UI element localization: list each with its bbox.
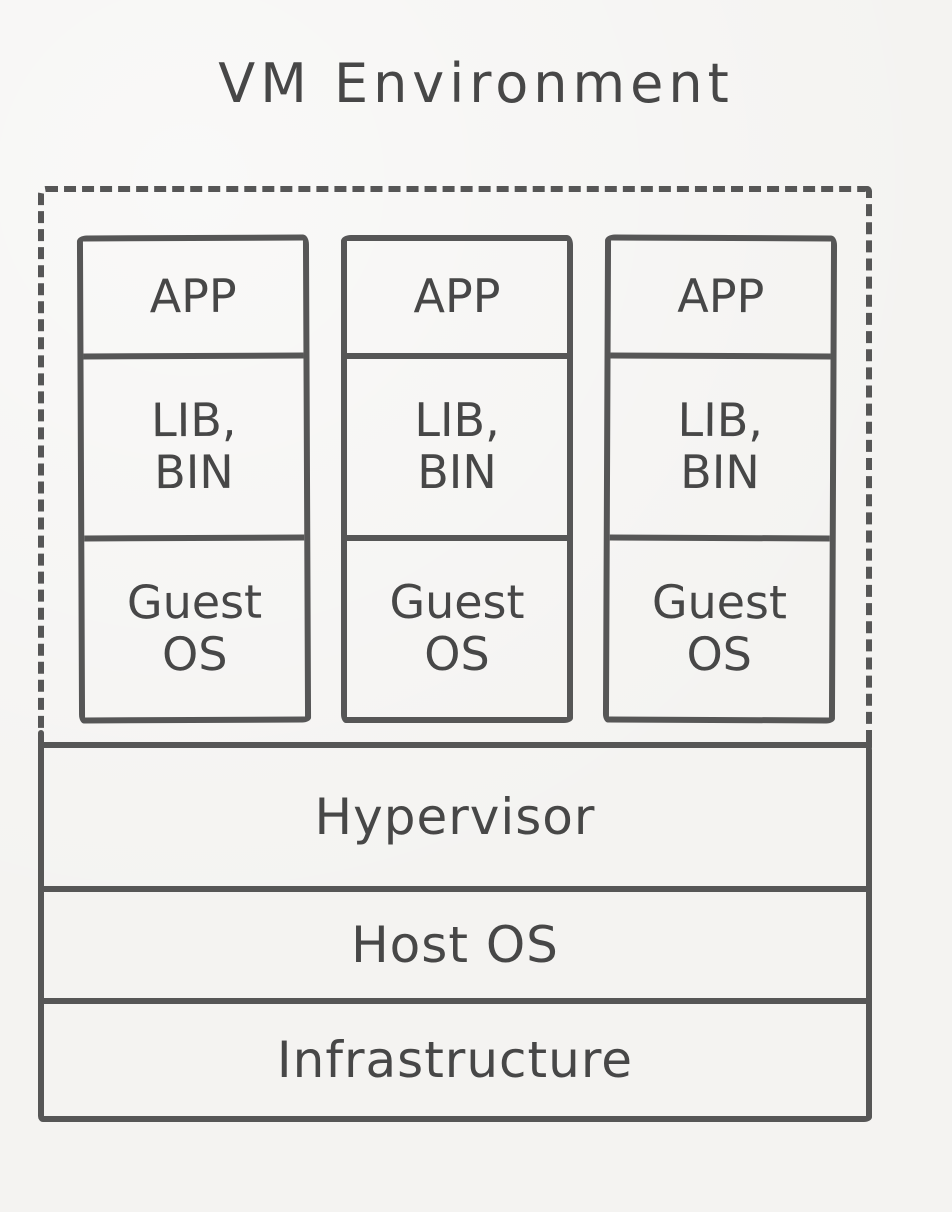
- vm1-guest-os-layer: Guest OS: [84, 534, 306, 718]
- vm2-app-layer: APP: [413, 269, 501, 324]
- vm-column-3: APP LIB, BIN Guest OS: [602, 234, 838, 724]
- vm3-app-layer: APP: [677, 269, 765, 324]
- vm1-lib-bin-layer: LIB, BIN: [83, 352, 305, 536]
- vm2-guest-os-layer: Guest OS: [347, 535, 567, 717]
- vm-column-1: APP LIB, BIN Guest OS: [76, 234, 312, 724]
- host-os-layer: Host OS: [44, 886, 866, 998]
- diagram-title: VM Environment: [218, 52, 734, 115]
- infrastructure-layer: Infrastructure: [44, 998, 866, 1116]
- host-stack: Hypervisor Host OS Infrastructure: [38, 730, 872, 1122]
- vm-environment-boundary: APP LIB, BIN Guest OS APP LIB, BIN Guest…: [38, 186, 872, 742]
- vm-column-2: APP LIB, BIN Guest OS: [341, 235, 573, 723]
- hypervisor-layer: Hypervisor: [314, 788, 596, 846]
- vm-columns: APP LIB, BIN Guest OS APP LIB, BIN Guest…: [76, 234, 838, 724]
- vm1-app-layer: APP: [149, 269, 237, 324]
- vm2-lib-bin-layer: LIB, BIN: [347, 353, 567, 535]
- vm3-guest-os-layer: Guest OS: [608, 534, 830, 718]
- vm3-lib-bin-layer: LIB, BIN: [609, 352, 831, 536]
